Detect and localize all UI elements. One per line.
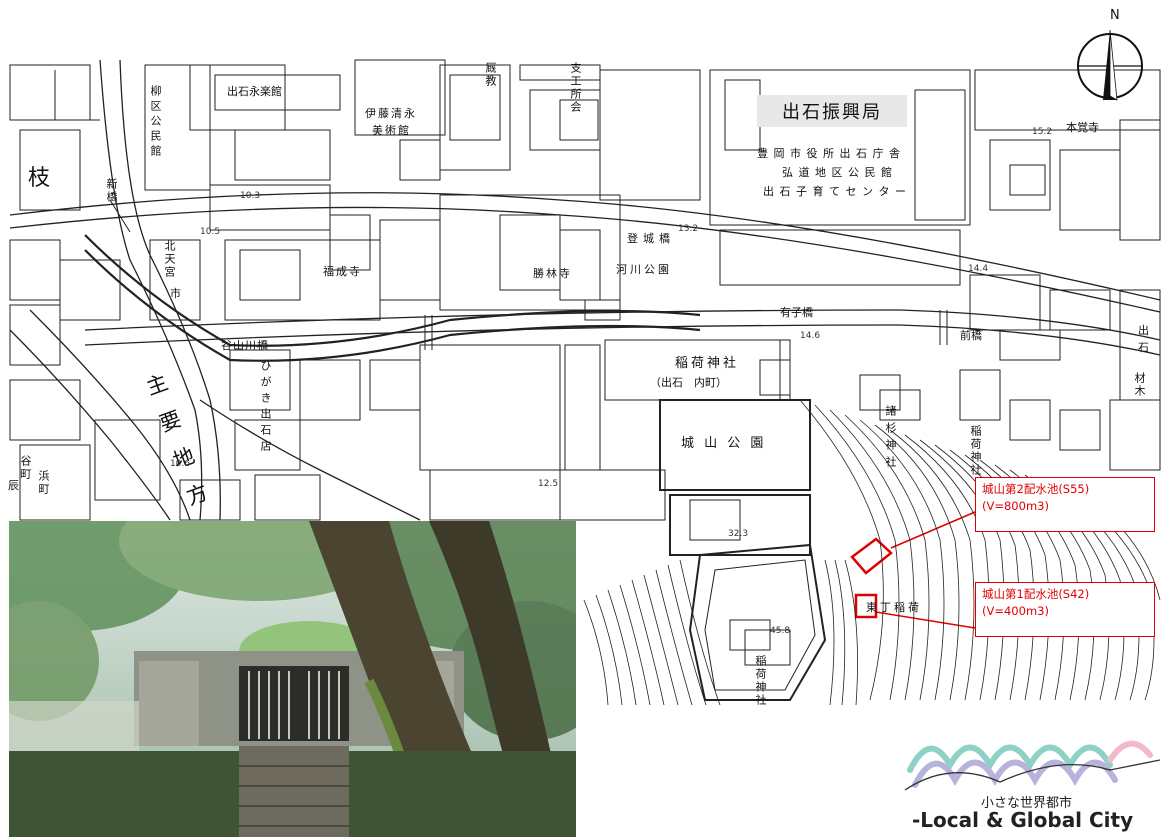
callout-reservoir-1-volume: (V=400m3) — [982, 603, 1049, 618]
label-sanjo-bashi: 登城橋 — [627, 232, 675, 245]
label-fukusei-ji: 福成寺 — [323, 265, 362, 278]
compass-rose — [1077, 29, 1143, 101]
office-sub-1: 豊 岡 市 役 所 出 石 庁 舎 — [757, 147, 901, 160]
callout-reservoir-2: 城山第2配水池(S55) (V=800m3) — [975, 477, 1155, 532]
label-uko-bashi: 有子橋 — [780, 306, 813, 319]
label-kyu: 厩教 — [484, 62, 497, 88]
label-mae-bashi: 前橋 — [960, 329, 982, 342]
label-shiroyama-park: 城 山 公 園 — [681, 436, 767, 451]
label-right-ishi: 石 — [1138, 341, 1149, 354]
elev-15-2: 15.2 — [1032, 127, 1053, 137]
label-inari-shrine: 稲荷神社 — [675, 356, 740, 371]
elev-32-3: 32.3 — [728, 529, 749, 539]
elev-13-2: 13.2 — [678, 224, 699, 234]
callout-reservoir-1-title: 城山第1配水池(S42) — [982, 587, 1090, 601]
label-shigai-shi: 支工所会 — [569, 62, 582, 114]
label-tanimachi: 谷町 — [19, 455, 32, 481]
elev-10-6: 10.6 — [170, 459, 191, 469]
elev-10-5: 10.5 — [200, 227, 221, 237]
label-jinja-right: 稲荷神社 — [969, 425, 982, 477]
logo-japanese-text: 小さな世界都市 — [981, 796, 1073, 811]
office-sub-2: 弘 道 地 区 公 民 館 — [782, 166, 893, 179]
label-bijutsukan: 美術館 — [372, 124, 411, 137]
label-izushi-eirakukan: 出石永楽館 — [227, 85, 282, 98]
office-sub-3: 出 石 子 育 て セ ン タ ー — [763, 185, 907, 198]
label-higaki-izushi: ひがき出石店 — [259, 360, 272, 456]
label-right-izu: 出 — [1138, 324, 1149, 337]
callout-reservoir-2-title: 城山第2配水池(S55) — [982, 482, 1090, 496]
label-shinbashi: 新橋 — [105, 178, 118, 204]
compass-north-label: N — [1110, 8, 1120, 23]
label-eda: 枝 — [28, 166, 51, 191]
elev-14-4: 14.4 — [968, 264, 989, 274]
label-higashi-inari: 東丁稲荷 — [866, 601, 922, 614]
label-kasen-koen: 河川公園 — [616, 263, 672, 276]
elev-10-3: 10.3 — [240, 191, 261, 201]
office-label: 出石振興局 — [757, 95, 907, 127]
label-hongaku-ji: 本覚寺 — [1066, 121, 1099, 134]
label-right-mokume: 材木 — [1133, 372, 1146, 398]
elev-45-8: 45.8 — [770, 626, 791, 636]
reservoir-photo — [9, 521, 576, 837]
label-inari-jinja-vertical: 稲荷神社 — [754, 655, 767, 707]
logo-graphic — [907, 740, 1153, 788]
logo-english-text: -Local & Global City — [912, 808, 1134, 832]
elev-14-6: 14.6 — [800, 331, 821, 341]
label-ito-kiyonaga: 伊藤清永 — [365, 107, 417, 120]
label-yanagi-kominkan: 柳区公民館 — [149, 85, 162, 160]
label-tatsumi: 辰 — [8, 479, 19, 492]
callout-reservoir-2-volume: (V=800m3) — [982, 498, 1049, 513]
elev-12-5: 12.5 — [538, 479, 559, 489]
label-kitatenmangu: 北天宮 — [163, 240, 176, 279]
callout-reservoir-1: 城山第1配水池(S42) (V=400m3) — [975, 582, 1155, 637]
label-ichi: 市 — [170, 287, 181, 300]
label-morosugi-jinja: 諸杉神社 — [884, 405, 897, 473]
label-izushi-uchimachi: （出石 内町） — [650, 376, 727, 389]
label-tanikawa-bashi: 谷山川橋 — [221, 339, 269, 352]
label-shorin-ji: 勝林寺 — [533, 267, 572, 280]
label-hamamachi: 浜町 — [37, 470, 50, 496]
